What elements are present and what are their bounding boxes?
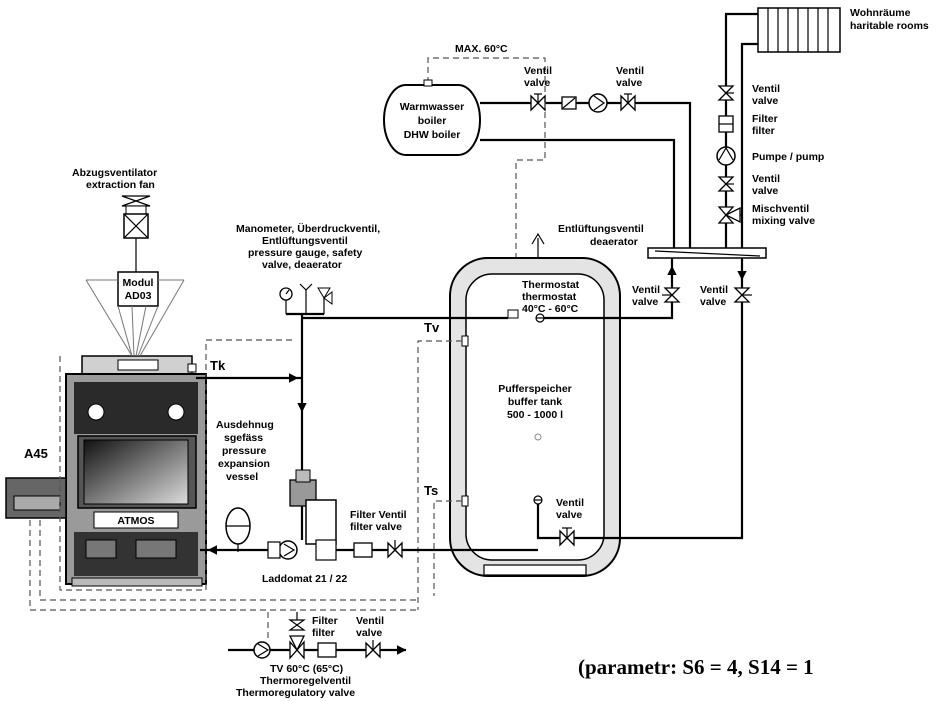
label-thermostat-de: Thermostat [522,279,580,291]
label-valve-dhw-1: valve [524,77,550,89]
pump-icon [716,146,736,166]
valve-icon [733,287,752,303]
pump-icon [588,93,608,113]
label-haritable-rooms: haritable rooms [850,20,929,32]
label-ventil-radiator: Ventil [752,83,780,95]
label-valve-tank-in: valve [556,509,582,521]
label-ventil-tank-in: Ventil [556,497,584,509]
filter-icon [317,642,337,658]
label-ventil-return: Ventil [700,284,728,296]
thermostat-sensor [507,309,519,319]
label-boiler: boiler [418,115,447,127]
funnel-lines [85,279,185,357]
filter-icon [353,542,373,558]
label-laddomat: Laddomat 21 / 22 [262,573,347,585]
deaerator-icon [531,232,545,245]
label-entlueftung-mano: Entlüftungsventil [262,235,348,247]
label-deaerator: deaerator [590,236,638,248]
buffer-tank [449,257,621,577]
label-ad03: AD03 [125,290,152,302]
pump-icon [253,641,271,659]
safety-valve-icon [317,287,333,305]
extraction-fan-icon [121,195,151,239]
label-filter-de: Filter [752,113,778,125]
label-atmos: ATMOS [117,515,154,527]
label-vessel: vessel [226,471,258,483]
label-ts: Ts [424,483,438,498]
label-tv: Tv [424,320,440,335]
label-filter-en: filter [752,125,775,137]
burner-a45 [5,477,67,519]
label-filter-bottom-de: Filter [312,615,338,627]
valve-icon [387,540,403,559]
label-filter-ventil: Filter Ventil [350,509,407,521]
label-valve-tank-out: valve [632,296,658,308]
label-abzug-de: Abzugsventilator [72,167,157,179]
parameter-note: (parametr: S6 = 4, S14 = 1 [578,655,814,679]
label-tk: Tk [210,358,226,373]
deaerator-icon [299,283,313,291]
label-ausdehnung: Ausdehnug [216,419,274,431]
label-buffer-volume: 500 - 1000 l [507,409,563,421]
valve-icon [662,287,681,303]
module-ad03 [117,271,159,307]
tank-center-mark [534,433,542,441]
valve-icon [717,85,735,101]
label-max-temp: MAX. 60°C [455,43,508,55]
valve-icon [717,176,735,192]
label-a45: A45 [24,446,48,461]
label-manometer: Manometer, Überdruckventil, [236,222,380,235]
label-filter-bottom-en: filter [312,627,335,639]
mixing-valve-icon [717,206,741,224]
label-thermostat-en: thermostat [522,291,577,303]
label-ventil-dhw-1: Ventil [524,65,552,77]
label-thermostat-range: 40°C - 60°C [522,303,579,315]
label-thermoregelventil: Thermoregelventil [260,675,351,687]
valve-icon [365,640,381,659]
label-dhw-boiler: DHW boiler [404,129,461,141]
label-modul: Modul [123,277,154,289]
label-expansion: expansion [218,458,270,470]
label-pressure-gauge: pressure gauge, safety [248,247,363,259]
label-buffer-tank: buffer tank [508,396,562,408]
label-filter-valve: filter valve [350,521,402,533]
label-pressure-exp: pressure [222,445,267,457]
label-ventil-dhw-2: Ventil [616,65,644,77]
label-ventil-tank-out: Ventil [632,284,660,296]
valve-icon [620,93,636,112]
label-valve-radiator: valve [752,95,778,107]
label-tv60: TV 60°C (65°C) [270,663,343,675]
label-pufferspeicher: Pufferspeicher [498,383,572,395]
thermoregulatory-valve-icon [288,612,306,660]
label-entlueftungsventil: Entlüftungsventil [558,223,644,235]
label-warmwasser: Warmwasser [400,101,464,113]
label-valve-bottom: valve [356,627,382,639]
label-abzug-en: extraction fan [86,179,155,191]
label-valve-deaerator: valve, deaerator [262,259,342,271]
label-ventil-bottom: Ventil [356,615,384,627]
label-mixing-valve: mixing valve [752,215,815,227]
valve-icon [530,93,546,112]
label-valve-dhw-2: valve [616,77,642,89]
label-thermoregulatory: Thermoregulatory valve [236,687,355,699]
label-mischventil: Mischventil [752,203,809,215]
valve-icon [559,527,575,547]
radiator-icon [757,7,841,53]
label-sgefaess: sgefäss [224,432,263,444]
label-wohnraeume: Wohnräume [850,7,911,19]
label-valve-return: valve [700,296,726,308]
label-pumpe-pump: Pumpe / pump [752,151,824,163]
label-valve-radiator-2: valve [752,185,778,197]
label-ventil-radiator-2: Ventil [752,173,780,185]
